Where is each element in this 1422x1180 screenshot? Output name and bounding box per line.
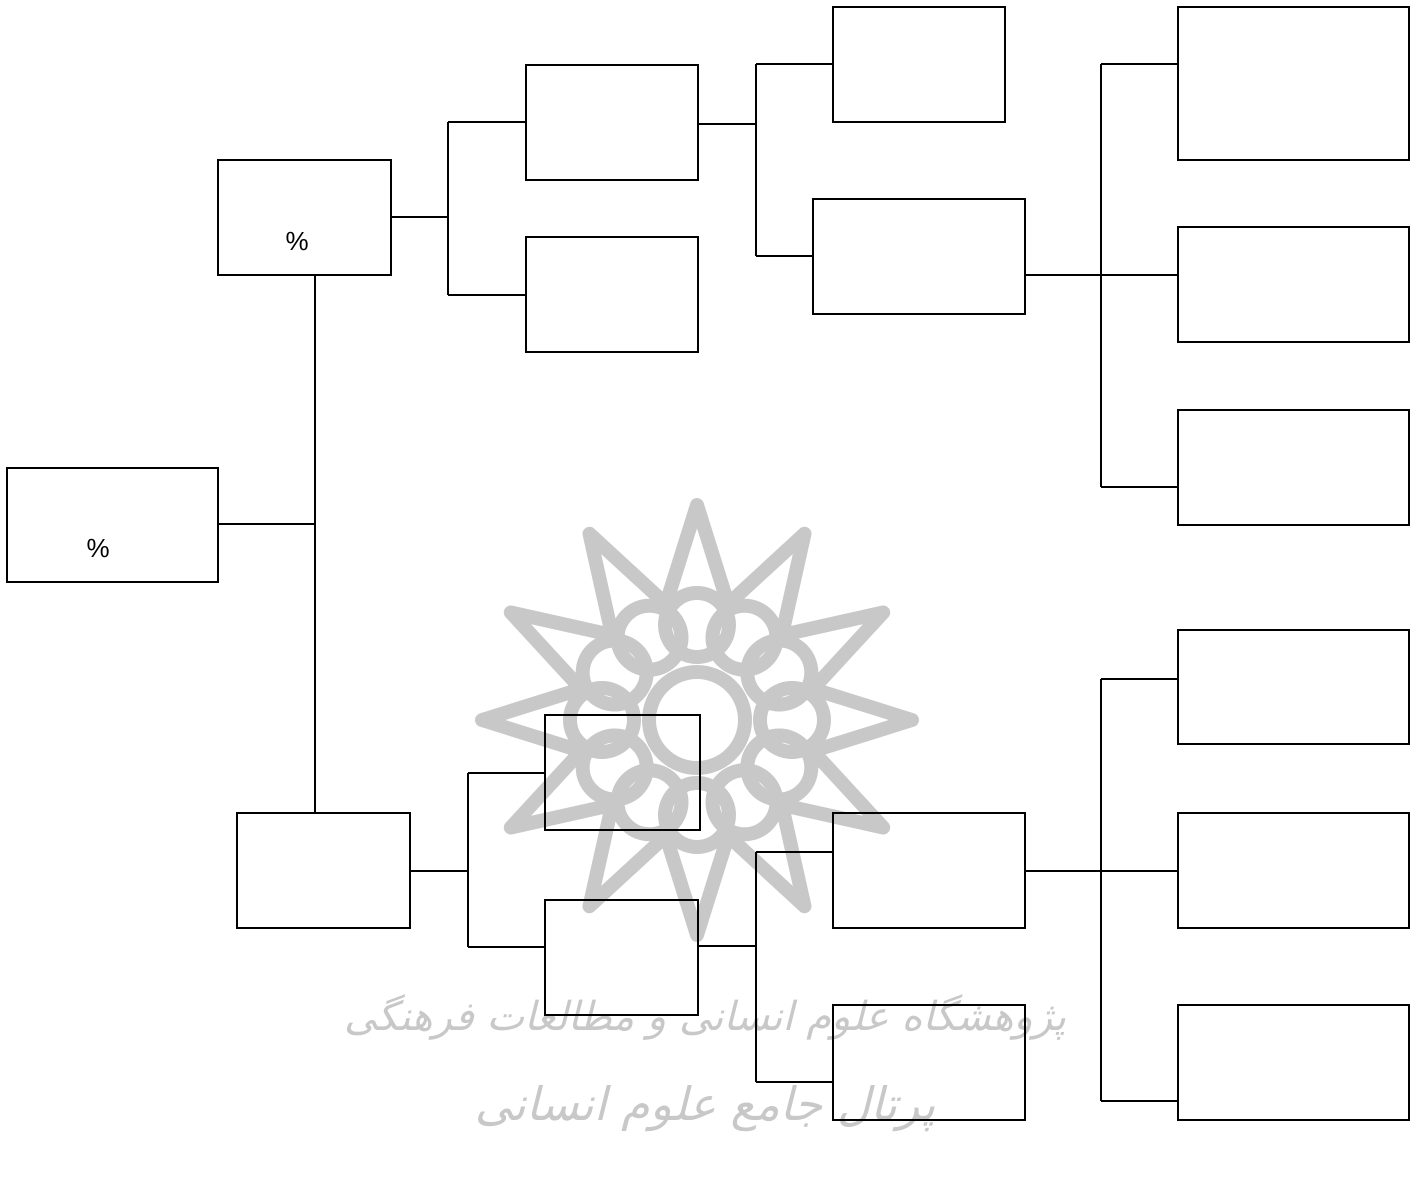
box-root <box>7 468 218 582</box>
box-upper-a-1 <box>833 7 1005 122</box>
box-upper-a <box>526 65 698 180</box>
connector-lower-mid <box>410 773 545 947</box>
connector-upper-leaves <box>1025 64 1178 487</box>
rosette-star-shape <box>482 505 912 935</box>
rosette-center-shape <box>649 672 745 768</box>
box-lower-mid <box>237 813 410 928</box>
box-upper-leaf-3 <box>1178 410 1409 525</box>
box-upper-leaf-1 <box>1178 7 1409 160</box>
box-root-label: % <box>86 533 109 563</box>
box-lower-leaf-1 <box>1178 630 1409 744</box>
box-lower-leaf-3 <box>1178 1005 1409 1120</box>
box-lower-leaf-2 <box>1178 813 1409 928</box>
watermark-line-2: پرتال جامع علوم انسانی <box>475 1077 936 1132</box>
box-lower-b-1 <box>833 813 1025 928</box>
box-upper-b <box>526 237 698 352</box>
box-upper-leaf-2 <box>1178 227 1409 342</box>
connector-upper-mid <box>391 122 526 295</box>
box-upper-mid-label: % <box>285 226 308 256</box>
watermark-line-1: پژوهشگاه علوم انسانی و مطالعات فرهنگی <box>344 994 1066 1040</box>
watermark-emblem-icon: پژوهشگاه علوم انسانی و مطالعات فرهنگی پر… <box>344 505 1066 1132</box>
box-upper-mid <box>218 160 391 275</box>
box-upper-a-2 <box>813 199 1025 314</box>
